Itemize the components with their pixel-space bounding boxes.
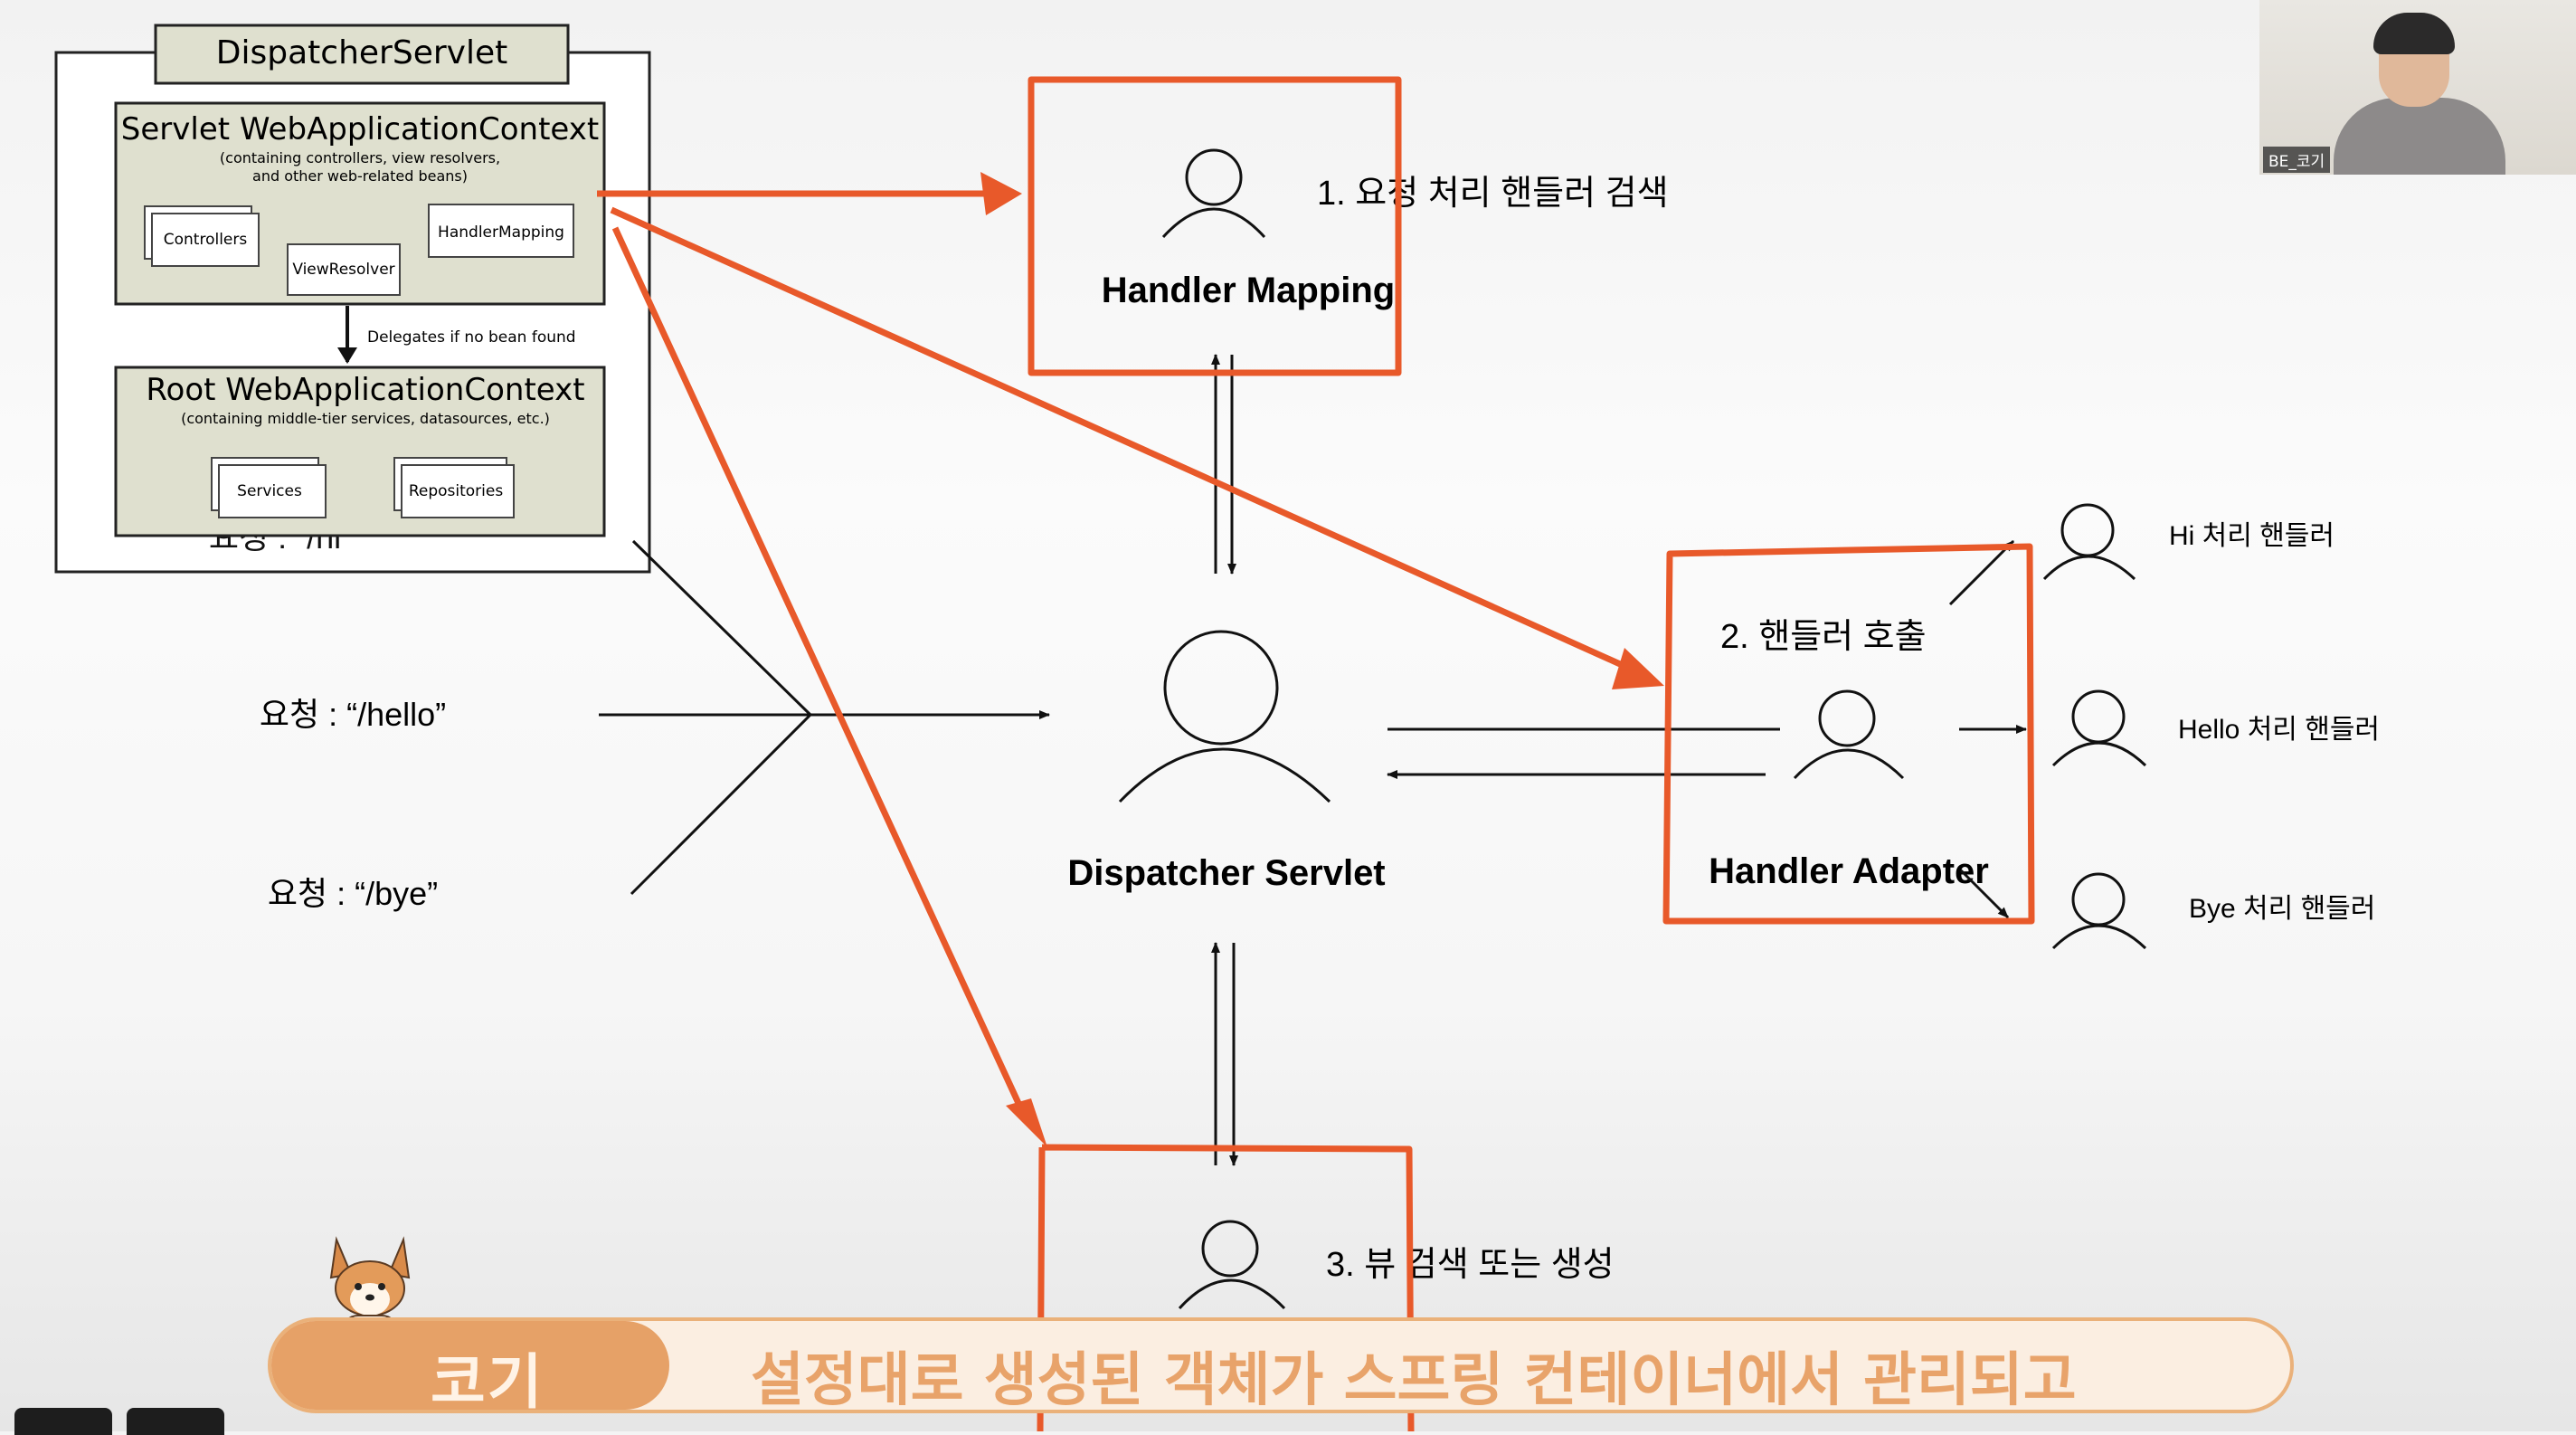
highlight-arrow-adapter: [610, 206, 1630, 671]
adapter-handler-arrows: [1948, 539, 2027, 919]
subtitle-text: 설정대로 생성된 객체가 스프링 컨테이너에서 관리되고: [751, 1347, 2077, 1414]
controllers-bean: Controllers: [164, 231, 248, 249]
hello-handler-label: Hello 처리 핸들러: [2178, 715, 2380, 745]
step-2-label: 2. 핸들러 호출: [1720, 618, 1927, 656]
delegates-label: Delegates if no bean found: [367, 328, 576, 347]
webcam-overlay: BE_코기: [2259, 0, 2576, 175]
dispatcher-adapter-arrows: [1387, 727, 1780, 779]
webcam-name-tag: BE_코기: [2263, 147, 2331, 173]
bye-handler-label: Bye 처리 핸들러: [2189, 894, 2375, 924]
handler-adapter-highlight-box: [1662, 543, 2035, 925]
servlet-context-desc-1: (containing controllers, view resolvers,: [220, 149, 500, 166]
player-control-right[interactable]: [127, 1408, 224, 1435]
spring-box-title: DispatcherServlet: [216, 34, 507, 71]
handler-mapping-node: Handler Mapping 1. 요청 처리 핸들러 검색: [1102, 148, 1669, 310]
root-context-desc: (containing middle-tier services, dataso…: [181, 410, 550, 427]
view-resolver-node: 3. 뷰 검색 또는 생성: [1178, 1220, 1615, 1310]
servlet-context-title: Servlet WebApplicationContext: [121, 111, 599, 147]
handlermapping-bean: HandlerMapping: [438, 223, 564, 242]
root-context-title: Root WebApplicationContext: [146, 372, 584, 408]
viewresolver-bean: ViewResolver: [292, 261, 394, 279]
bye-handler: Bye 처리 핸들러: [2051, 872, 2375, 950]
step-3-label: 3. 뷰 검색 또는 생성: [1326, 1246, 1615, 1284]
step-1-label: 1. 요청 처리 핸들러 검색: [1317, 175, 1669, 213]
hi-handler-label: Hi 처리 핸들러: [2169, 521, 2334, 551]
hello-request-label: 요청 : “/hello”: [260, 696, 446, 733]
hi-handler: Hi 처리 핸들러: [2042, 503, 2334, 581]
mapping-dispatcher-arrows: [1211, 354, 1236, 575]
root-context-panel: [114, 366, 606, 537]
repositories-bean: Repositories: [409, 482, 504, 500]
presenter-hair: [2373, 13, 2455, 54]
dispatcher-view-arrows: [1211, 942, 1238, 1166]
bye-request-label: 요청 : “/bye”: [268, 875, 438, 912]
servlet-context-desc-2: and other web-related beans): [252, 167, 468, 185]
handler-adapter-node: 2. 핸들러 호출 Handler Adapter: [1709, 618, 1989, 891]
services-bean: Services: [237, 482, 302, 500]
player-control-left[interactable]: [14, 1408, 112, 1435]
highlight-arrowheads: [980, 172, 1664, 1147]
handler-mapping-highlight-box: [1028, 76, 1402, 376]
handler-mapping-title: Handler Mapping: [1102, 271, 1395, 310]
dispatcher-servlet-title: Dispatcher Servlet: [1067, 853, 1385, 893]
speaker-name: 코기: [431, 1347, 545, 1417]
dispatcher-servlet-context-box: DispatcherServlet Servlet WebApplication…: [54, 24, 651, 574]
presenter-shirt: [2334, 98, 2505, 175]
handler-adapter-title: Handler Adapter: [1709, 851, 1989, 891]
speaker-pill: [271, 1321, 669, 1410]
subtitle-bar: 코기 설정대로 생성된 객체가 스프링 컨테이너에서 관리되고: [268, 1317, 2294, 1417]
hello-handler: Hello 처리 핸들러: [2051, 689, 2380, 767]
highlight-arrow-view: [611, 226, 1026, 1113]
dispatcher-servlet-node: Dispatcher Servlet: [1067, 630, 1386, 893]
request-fan-lines: [599, 539, 1050, 896]
